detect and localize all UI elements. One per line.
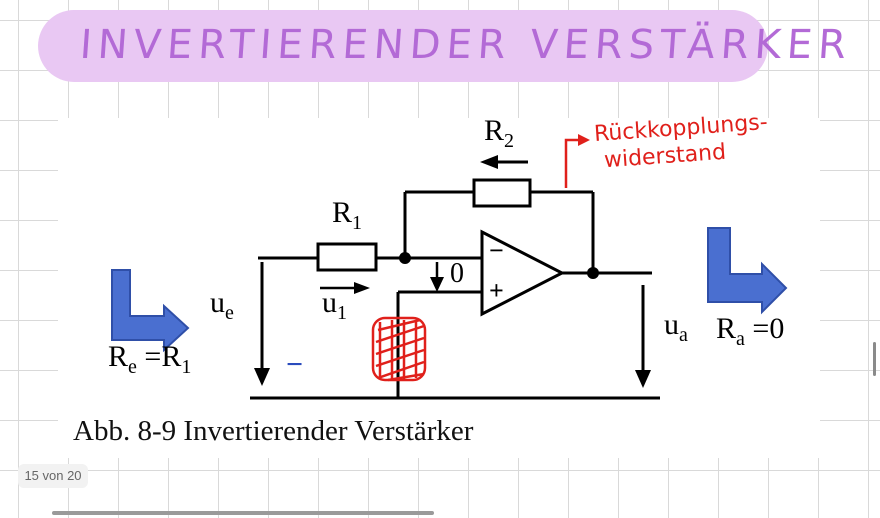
horizontal-scrollbar[interactable] [52,511,434,515]
input-resistance-arrow-icon [111,269,190,353]
ua-label: ua [664,308,688,347]
blue-minus-mark: − [286,348,304,381]
u1-label: u1 [322,286,347,325]
annotation-arrow-line [564,138,580,188]
r1-letter: R [332,196,353,229]
page-indicator: 15 von 20 [18,464,88,488]
r1-subscript: 1 [352,212,363,234]
re-letter: R [108,340,129,373]
ua-subscript: a [679,324,688,346]
ra-equals: =0 [744,312,785,345]
re-formula: Re =R1 [108,340,191,379]
ue-label: ue [210,286,234,325]
red-scribble-mark [371,316,427,382]
opamp-minus-sign: − [489,236,504,265]
u1-arrow-head [354,282,370,294]
opamp-plus-sign: + [489,276,504,305]
ue-arrow-head [254,368,270,386]
vertical-scrollbar[interactable] [873,342,876,376]
figure-caption: Abb. 8-9 Invertierender Verstärker [73,415,474,447]
ua-arrow-head [635,370,651,388]
figure-area [58,118,820,458]
opamp-symbol [480,229,566,317]
r1-label: R1 [332,196,362,235]
r2-letter: R [484,114,505,147]
resistor-r2 [472,178,532,208]
u1-letter: u [322,286,337,319]
resistor-r1 [316,242,378,272]
ra-letter: R [716,312,737,345]
re-r1-subscript: 1 [181,356,192,378]
ua-letter: u [664,308,679,341]
ra-formula: Ra =0 [716,312,784,351]
output-resistance-arrow-icon [707,227,788,315]
re-equals: =R [136,340,182,373]
r2-arrow-head [480,155,498,169]
title-highlight [38,10,768,82]
zero-current-label: 0 [450,258,464,289]
junction-node-output [587,267,599,279]
zero-arrow-head [430,277,444,292]
annotation-arrow-head [578,134,590,146]
r2-subscript: 2 [504,130,515,152]
re-subscript: e [128,356,137,378]
ra-subscript: a [736,328,745,350]
ue-letter: u [210,286,225,319]
ue-subscript: e [225,302,234,324]
r2-label: R2 [484,114,514,153]
u1-subscript: 1 [337,302,347,324]
junction-node-input [399,252,411,264]
